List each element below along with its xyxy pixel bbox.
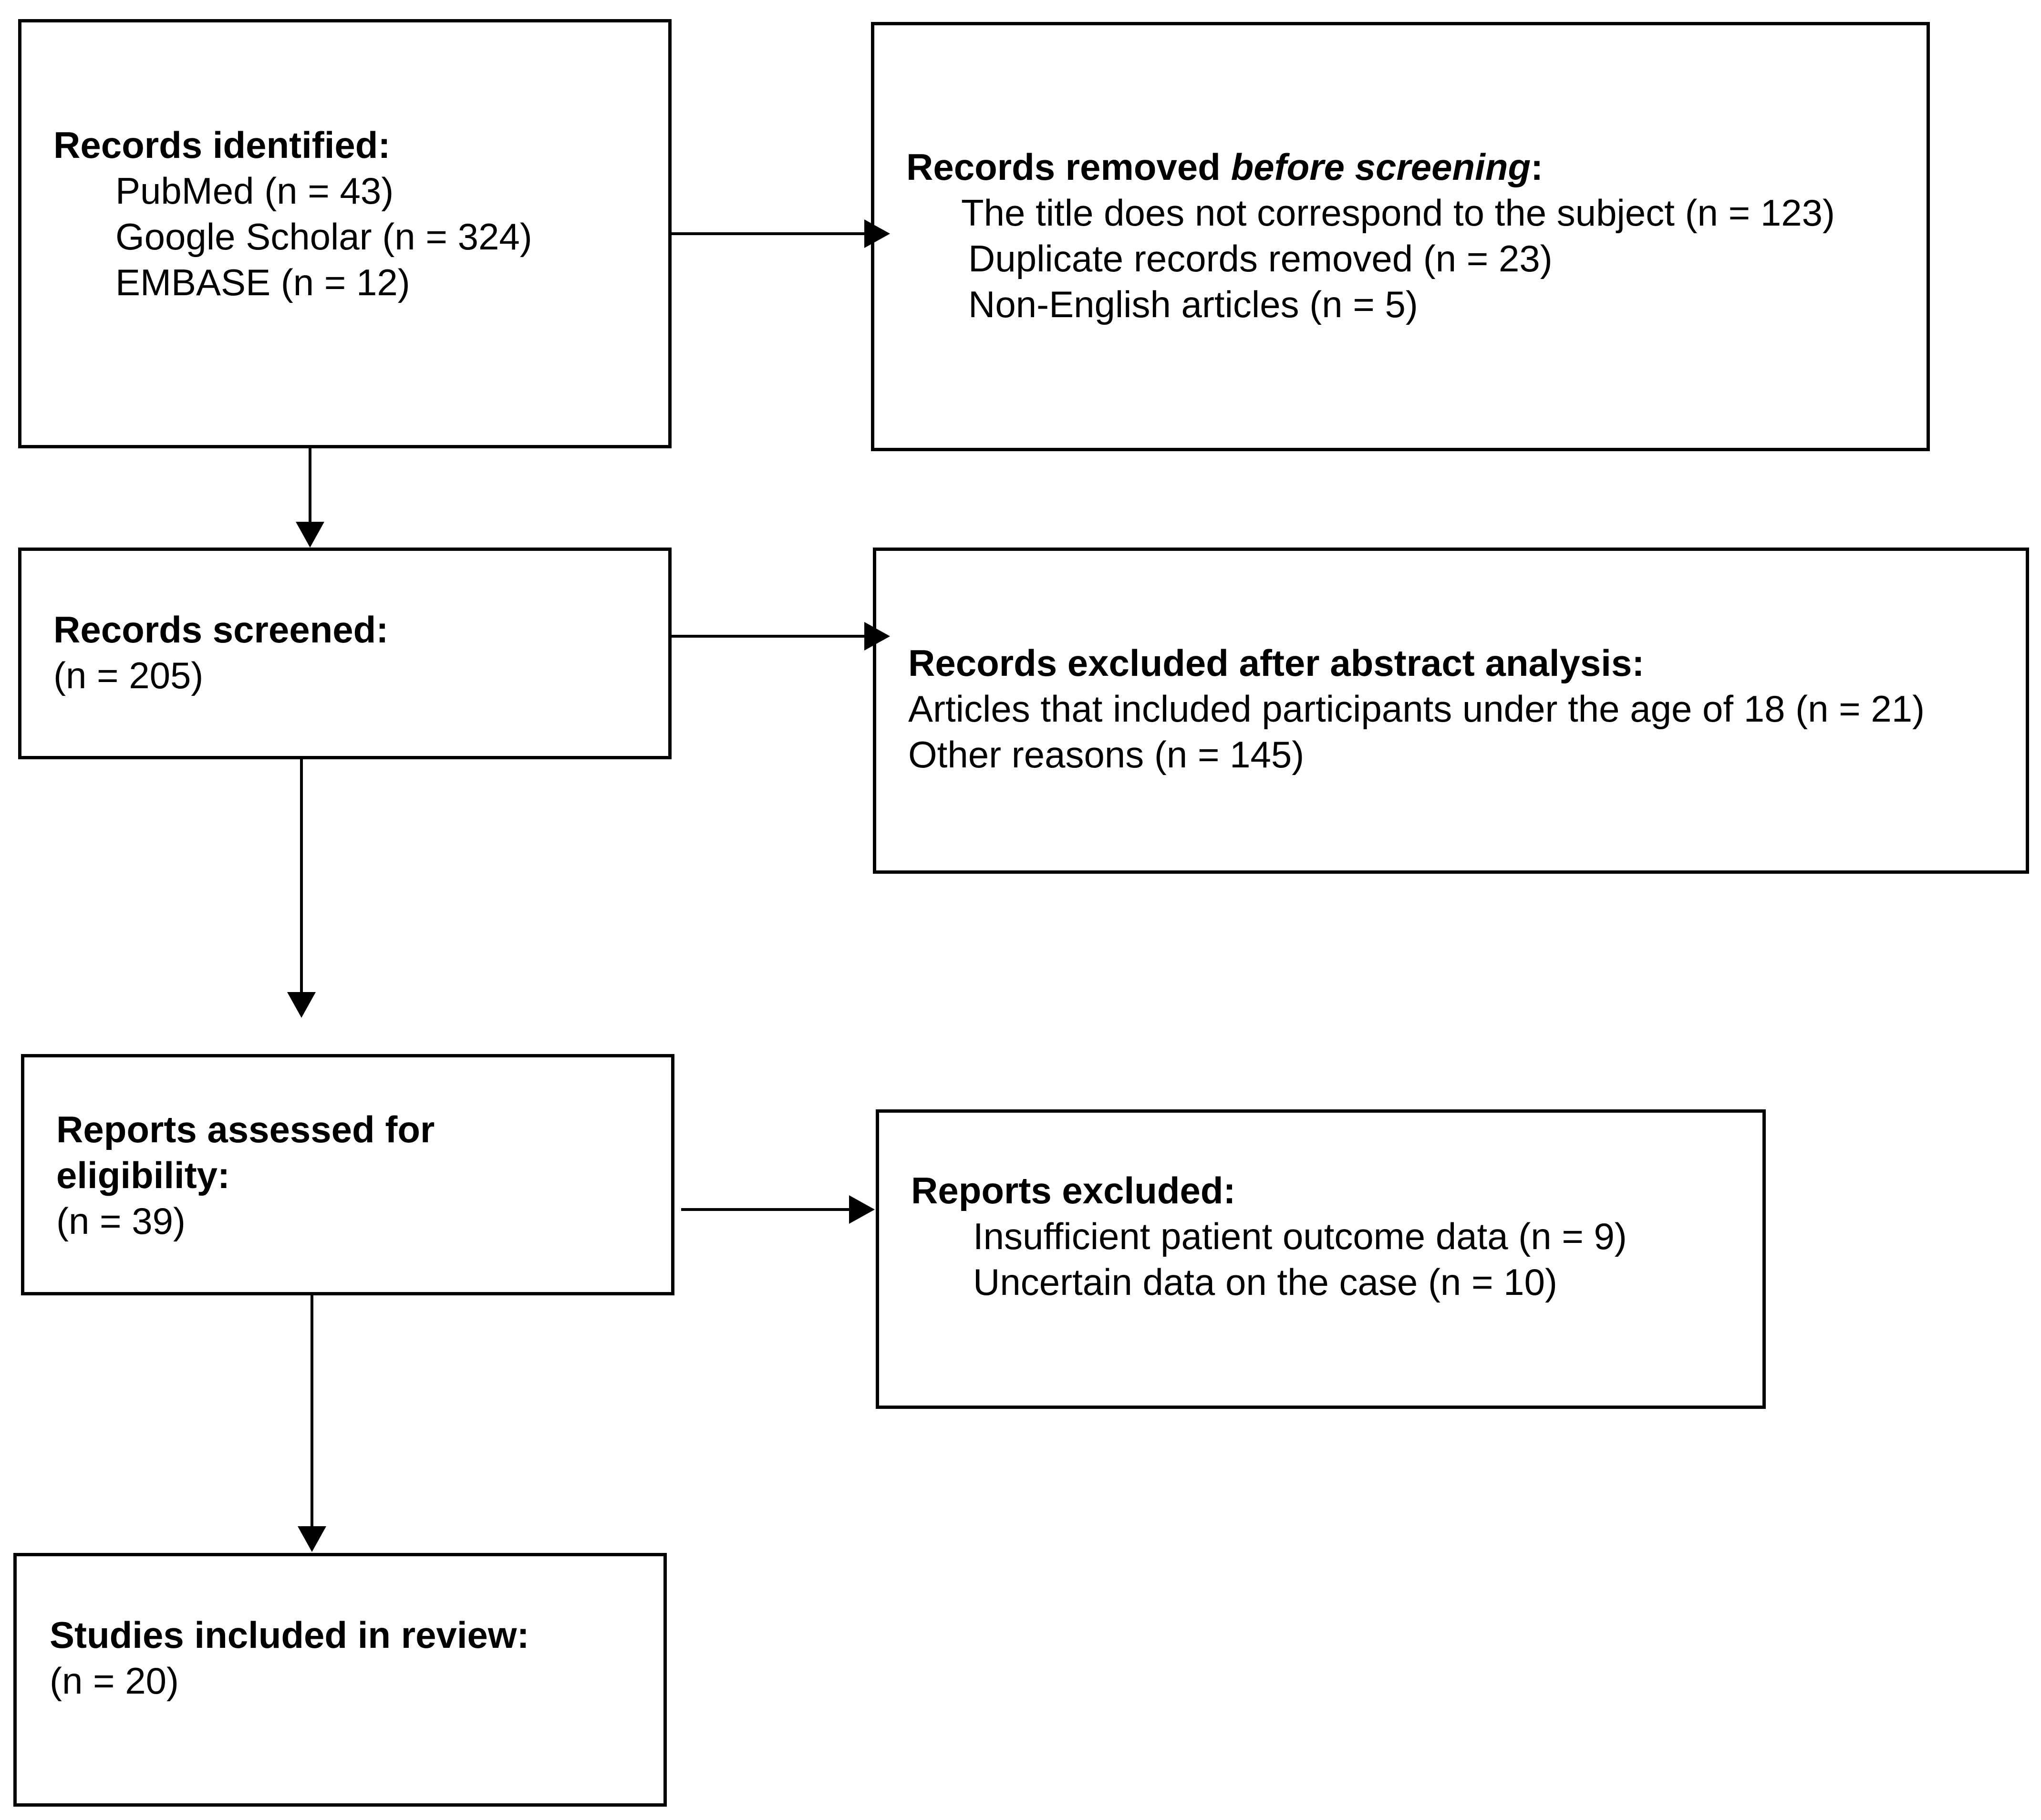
reports-assessed-box <box>21 1054 674 1295</box>
studies-included-heading: Studies included in review: <box>50 1614 529 1656</box>
excluded-uncertain-data: Uncertain data on the case (n = 10) <box>973 1261 1557 1303</box>
studies-included-box <box>13 1553 667 1807</box>
source-pubmed: PubMed (n = 43) <box>115 170 394 212</box>
arrowhead-removed <box>864 219 890 248</box>
arrowhead-reports-excluded <box>849 1195 875 1224</box>
records-screened-text: Records screened: (n = 205) <box>53 607 388 698</box>
records-screened-heading: Records screened: <box>53 609 389 651</box>
records-removed-heading: Records removed before screening: <box>906 146 1544 188</box>
arrowhead-included <box>298 1526 326 1552</box>
arrowhead-excluded <box>864 622 890 651</box>
records-identified-box <box>18 19 672 448</box>
records-screened-count: (n = 205) <box>53 654 204 696</box>
studies-included-text: Studies included in review: (n = 20) <box>50 1612 529 1704</box>
records-excluded-heading: Records excluded after abstract analysis… <box>908 642 1645 684</box>
studies-included-count: (n = 20) <box>50 1660 179 1702</box>
records-excluded-text: Records excluded after abstract analysis… <box>908 640 1925 777</box>
excluded-under-18: Articles that included participants unde… <box>908 688 1925 730</box>
removed-non-english: Non-English articles (n = 5) <box>968 283 1418 325</box>
removed-duplicates: Duplicate records removed (n = 23) <box>968 238 1553 279</box>
records-removed-text: Records removed before screening: The ti… <box>906 144 1835 327</box>
arrowhead-screened <box>296 522 324 548</box>
records-screened-box <box>18 548 672 759</box>
excluded-other-reasons: Other reasons (n = 145) <box>908 734 1305 776</box>
excluded-insufficient-data: Insufficient patient outcome data (n = 9… <box>973 1215 1627 1257</box>
reports-assessed-heading-line2: eligibility: <box>56 1154 230 1196</box>
reports-assessed-heading-line1: Reports assessed for <box>56 1108 435 1150</box>
reports-excluded-heading: Reports excluded: <box>911 1169 1236 1211</box>
records-excluded-box <box>873 548 2029 874</box>
records-removed-box <box>871 22 1930 451</box>
arrowhead-assessed <box>287 992 316 1018</box>
reports-assessed-count: (n = 39) <box>56 1200 186 1242</box>
source-embase: EMBASE (n = 12) <box>115 261 410 303</box>
records-identified-heading: Records identified: <box>53 124 391 166</box>
records-identified-text: Records identified: PubMed (n = 43) Goog… <box>53 122 532 305</box>
removed-title-mismatch: The title does not correspond to the sub… <box>961 192 1835 234</box>
reports-assessed-text: Reports assessed for eligibility: (n = 3… <box>56 1106 435 1244</box>
reports-excluded-text: Reports excluded: Insufficient patient o… <box>911 1168 1627 1305</box>
reports-excluded-box <box>876 1109 1766 1409</box>
source-google-scholar: Google Scholar (n = 324) <box>115 216 532 258</box>
